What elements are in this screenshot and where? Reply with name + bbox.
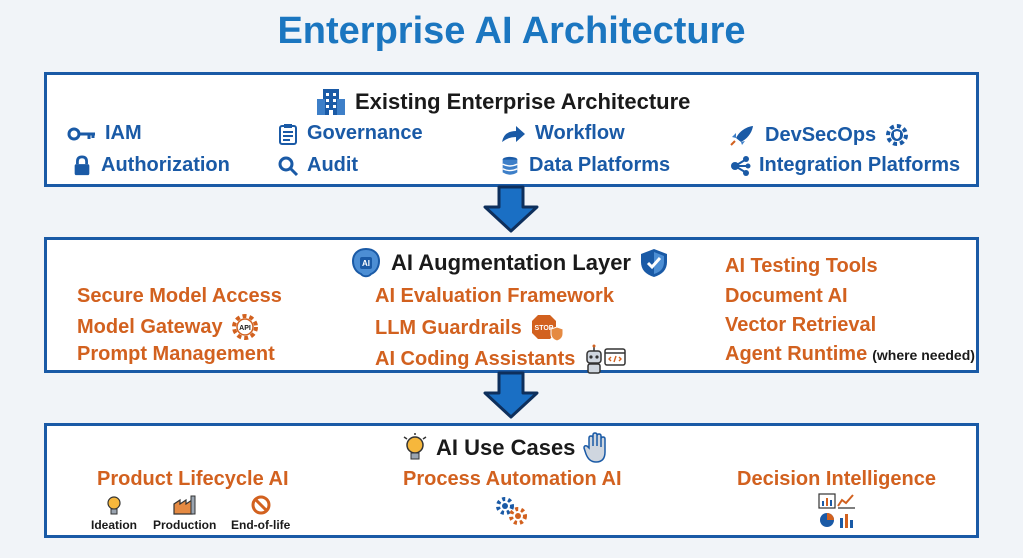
rocket-icon — [730, 126, 753, 146]
ai-use-cases-heading: AI Use Cases — [402, 432, 611, 464]
item-integration-platforms: Integration Platforms — [729, 154, 960, 177]
ai-use-cases-panel: AI Use Cases Product Lifecycle AI Ideati… — [44, 423, 979, 538]
key-icon — [67, 127, 95, 140]
down-arrow-icon — [483, 371, 539, 419]
api-label: API — [239, 325, 251, 332]
item-process-automation-ai: Process Automation AI — [403, 468, 622, 490]
heading-text: AI Augmentation Layer — [391, 250, 631, 275]
item-devsecops: DevSecOps — [729, 122, 910, 148]
stage-end-of-life: End-of-life — [231, 494, 290, 532]
dashboard-charts-icon — [818, 493, 855, 528]
lightbulb-icon — [403, 433, 427, 460]
item-document-ai: Document AI — [725, 285, 848, 307]
database-icon — [502, 156, 518, 175]
building-icon — [317, 89, 345, 115]
gears-icon — [496, 497, 527, 525]
magnifier-icon — [278, 156, 299, 176]
ai-brain-icon: AI — [351, 247, 381, 278]
item-llm-guardrails: LLM Guardrails STOP — [375, 313, 564, 343]
ai-augmentation-panel: AI AI Augmentation Layer Secure Model Ac… — [44, 237, 979, 375]
stage-ideation: Ideation — [91, 494, 137, 532]
shield-check-icon — [641, 249, 667, 277]
heading-text: Existing Enterprise Architecture — [355, 89, 691, 114]
item-agent-runtime: Agent Runtime (where needed) — [725, 343, 975, 365]
existing-architecture-panel: Existing Enterprise Architecture IAM Gov… — [44, 72, 979, 187]
item-model-gateway: Model Gateway API — [77, 313, 259, 341]
item-prompt-management: Prompt Management — [77, 343, 275, 365]
api-gear-icon: API — [231, 314, 258, 340]
robot-code-icon — [586, 344, 627, 374]
lock-icon — [74, 154, 90, 175]
stage-production: Production — [153, 494, 216, 532]
stop-sign-icon: STOP — [531, 315, 564, 342]
hand-icon — [583, 432, 607, 463]
item-governance: Governance — [277, 122, 423, 145]
existing-architecture-heading: Existing Enterprise Architecture — [315, 87, 690, 117]
item-ai-testing-tools: AI Testing Tools — [725, 255, 878, 277]
gear-shield-icon — [886, 124, 909, 146]
agent-runtime-note: (where needed) — [872, 347, 975, 363]
prohibited-icon — [251, 495, 271, 515]
factory-icon — [173, 495, 196, 515]
item-workflow: Workflow — [499, 122, 625, 145]
item-vector-retrieval: Vector Retrieval — [725, 314, 877, 336]
ai-augmentation-heading: AI AI Augmentation Layer — [349, 246, 669, 280]
item-decision-intelligence: Decision Intelligence — [737, 468, 936, 490]
down-arrow-icon — [483, 185, 539, 233]
item-audit: Audit — [277, 154, 358, 177]
network-icon — [731, 155, 751, 176]
stop-label: STOP — [534, 325, 553, 332]
page-title: Enterprise AI Architecture — [277, 10, 746, 52]
item-ai-coding-assistants: AI Coding Assistants — [375, 343, 627, 375]
item-ai-evaluation-framework: AI Evaluation Framework — [375, 285, 614, 307]
item-data-platforms: Data Platforms — [499, 154, 670, 177]
item-iam: IAM — [67, 122, 142, 145]
item-product-lifecycle-ai: Product Lifecycle AI — [97, 468, 289, 490]
lightbulb-icon — [107, 496, 121, 515]
svg-text:AI: AI — [362, 259, 370, 268]
heading-text: AI Use Cases — [436, 435, 576, 460]
forward-arrow-icon — [502, 125, 525, 142]
item-authorization: Authorization — [71, 154, 230, 177]
clipboard-icon — [279, 123, 297, 145]
item-secure-model-access: Secure Model Access — [77, 285, 282, 307]
